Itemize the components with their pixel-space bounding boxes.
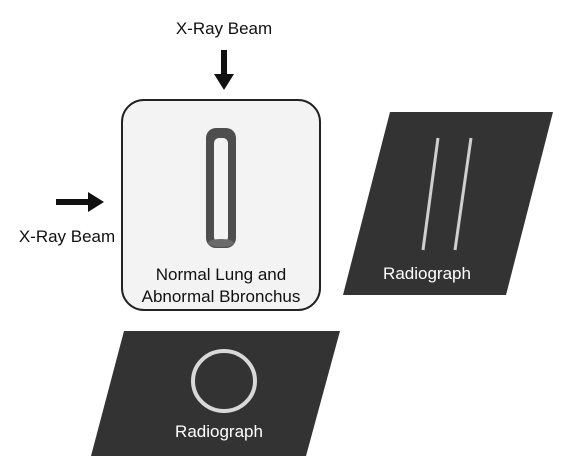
radiograph-right-film xyxy=(343,112,553,295)
radiograph-bottom-label: Radiograph xyxy=(175,422,263,441)
beam-left-label: X-Ray Beam xyxy=(19,227,115,246)
specimen-label-line1: Normal Lung and xyxy=(156,265,286,284)
radiograph-bottom: Radiograph xyxy=(91,331,340,456)
ring-shadow xyxy=(191,349,257,413)
tram-track-line-2 xyxy=(453,137,473,251)
radiograph-right-label: Radiograph xyxy=(383,264,471,283)
arrow-down-icon xyxy=(214,50,234,90)
specimen-label-line2: Abnormal Bbronchus xyxy=(142,287,301,306)
radiograph-bottom-film xyxy=(91,331,340,456)
radiograph-right: Radiograph xyxy=(343,112,553,295)
bronchus-tube xyxy=(206,128,236,248)
arrow-right-icon xyxy=(56,192,104,212)
beam-top-label: X-Ray Beam xyxy=(176,19,272,38)
tram-track-line-1 xyxy=(421,137,440,251)
